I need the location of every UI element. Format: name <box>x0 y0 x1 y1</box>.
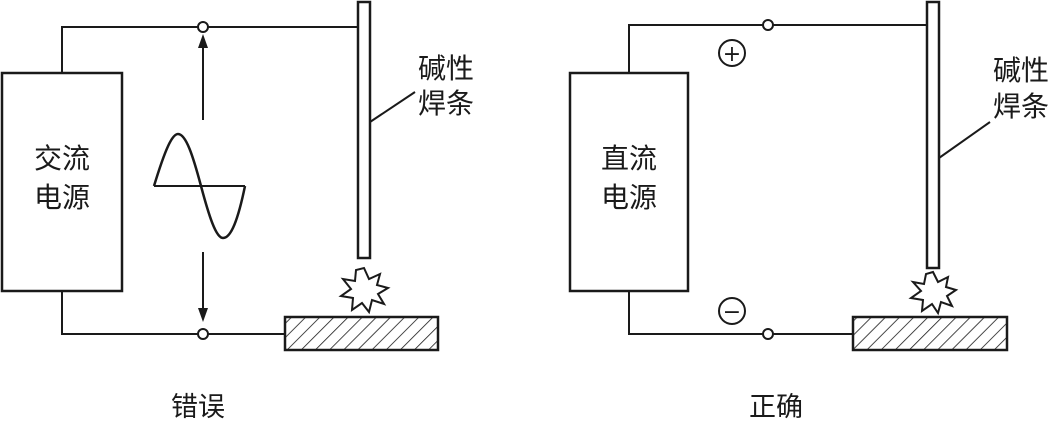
negative-symbol-circle <box>718 297 746 325</box>
dc-electrode-label-line2: 焊条 <box>993 90 1049 123</box>
dc-top-terminal <box>762 19 774 31</box>
ac-electrode-label-line2: 焊条 <box>418 87 474 120</box>
sine-wave <box>152 132 247 240</box>
positive-symbol: + <box>723 42 741 67</box>
top-wire <box>61 26 198 73</box>
dc-electrode <box>925 0 941 270</box>
dc-caption: 正确 <box>749 392 803 423</box>
ac-power-label-line1: 交流 <box>34 142 90 175</box>
dc-workpiece <box>851 315 1009 352</box>
negative-symbol: − <box>723 300 741 325</box>
dc-bottom-wire <box>628 291 763 335</box>
right-diagram: 直流 电源 + − 碱性 焊条 正确 <box>568 0 1049 423</box>
dc-power-label-line1: 直流 <box>601 142 657 175</box>
ac-electrode-leader <box>369 91 416 123</box>
ac-electrode-label-line1: 碱性 <box>418 52 474 85</box>
dc-top-wire <box>628 24 763 73</box>
bottom-wire <box>61 291 198 335</box>
dc-electrode-leader <box>938 121 991 159</box>
ac-workpiece <box>283 315 440 352</box>
ac-electrode <box>356 0 372 260</box>
dc-power-label-line2: 电源 <box>601 181 657 214</box>
ac-arc-spark <box>338 266 391 315</box>
positive-symbol-circle <box>718 39 746 67</box>
dc-bottom-terminal <box>762 328 774 340</box>
ac-power-label-line2: 电源 <box>34 181 90 214</box>
top-terminal <box>197 21 209 33</box>
bottom-terminal <box>197 328 209 340</box>
ac-caption: 错误 <box>171 392 225 423</box>
left-diagram: 交流 电源 碱性 焊条 错误 <box>0 0 474 423</box>
up-arrow-head <box>198 34 208 48</box>
dc-electrode-label-line1: 碱性 <box>993 54 1049 87</box>
down-arrow-head <box>198 308 208 322</box>
dc-arc-spark <box>908 270 959 316</box>
